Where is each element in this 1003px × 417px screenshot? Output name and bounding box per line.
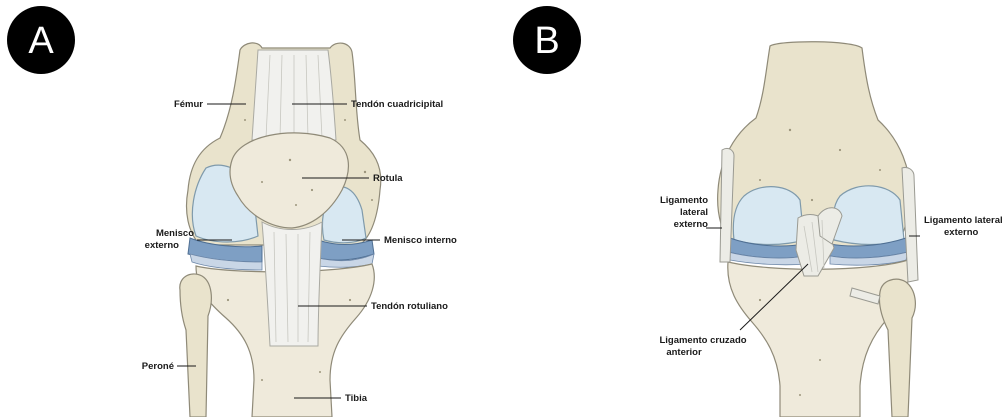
label-lcl-left-line2: lateral [680,207,708,218]
label-femur: Fémur [174,99,203,110]
label-quadriceps-tendon: Tendón cuadricipital [351,99,443,110]
panel-b: B [513,6,1003,417]
label-lcl-right-line1: Ligamento lateral [924,215,1003,226]
label-lcl-right-line2: externo [944,227,979,238]
label-patellar-tendon: Tendón rotuliano [371,301,448,312]
label-lateral-meniscus-line1: Menisco [156,228,194,239]
panel-b-badge-letter: B [534,20,559,62]
panel-a: A [7,6,457,417]
label-lcl-left-line1: Ligamento [660,195,708,206]
label-tibia: Tibia [345,393,368,404]
label-fibula: Peroné [142,361,174,372]
label-patella: Rotula [373,173,403,184]
label-acl-line1: Ligamento cruzado [659,335,746,346]
label-lateral-meniscus-line2: externo [145,240,180,251]
label-acl-line2: anterior [666,347,702,358]
panel-a-badge-letter: A [28,20,54,62]
label-medial-meniscus: Menisco interno [384,235,457,246]
label-lcl-left-line3: externo [674,219,709,230]
knee-flexed-view-illustration [718,42,918,417]
